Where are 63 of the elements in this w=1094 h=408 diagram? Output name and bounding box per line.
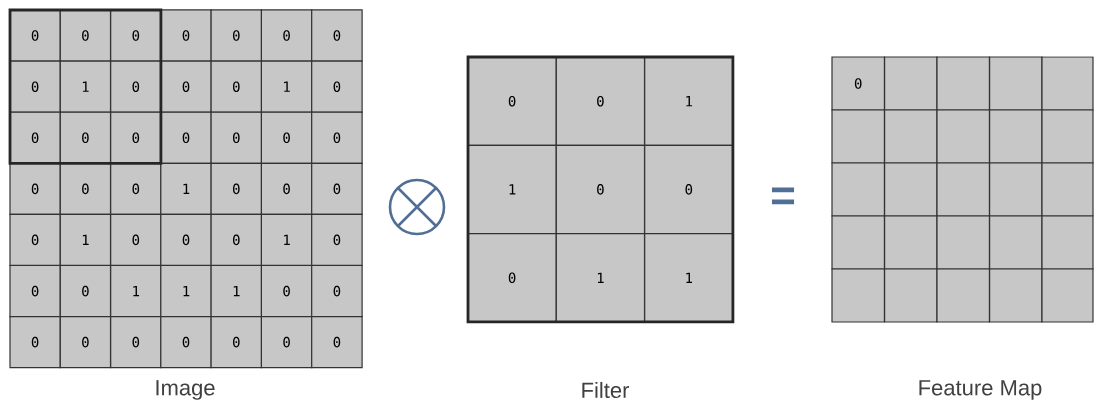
table-cell: 0 <box>59 111 112 164</box>
table-cell: 0 <box>311 9 363 62</box>
table-cell: 0 <box>9 9 61 62</box>
table-cell: 1 <box>210 264 263 318</box>
table-cell: 0 <box>260 9 313 62</box>
table-cell: 1 <box>160 264 212 318</box>
table-cell: 1 <box>555 233 646 323</box>
table-cell: 0 <box>210 316 263 369</box>
table-cell: 1 <box>260 60 313 113</box>
table-cell: 0 <box>160 213 212 266</box>
table-cell: 0 <box>160 60 212 113</box>
table-cell: 0 <box>555 144 646 235</box>
table-cell: 0 <box>9 264 61 318</box>
table-cell: 0 <box>110 111 162 164</box>
table-cell: 0 <box>9 111 61 164</box>
table-cell: 0 <box>9 213 61 266</box>
table-cell: 0 <box>9 316 61 369</box>
caption: Image <box>156 380 215 400</box>
table-cell: 0 <box>555 56 646 146</box>
table-cell: 0 <box>59 9 112 62</box>
table-cell: 0 <box>59 316 112 369</box>
table-cell: 0 <box>59 162 112 215</box>
table-cell: 0 <box>260 111 313 164</box>
table-cell: 0 <box>260 316 313 369</box>
table-cell: 0 <box>160 9 212 62</box>
table-cell: 1 <box>260 213 313 266</box>
table-cell: 1 <box>160 162 212 215</box>
table-cell: 0 <box>467 56 557 146</box>
table-cell: 0 <box>9 162 61 215</box>
table-cell: 0 <box>210 60 263 113</box>
table-cell: 0 <box>9 60 61 113</box>
table-cell: 0 <box>644 144 734 235</box>
table-cell: 1 <box>59 60 112 113</box>
table-cell: 1 <box>644 233 734 323</box>
table-cell: 0 <box>110 60 162 113</box>
table-cell: 0 <box>160 111 212 164</box>
equals-sign: = <box>771 187 795 205</box>
table-cell: 1 <box>59 213 112 266</box>
table-cell: 0 <box>311 264 363 318</box>
table-cell: 0 <box>160 316 212 369</box>
table-cell: 0 <box>311 162 363 215</box>
table-cell: 0 <box>210 9 263 62</box>
table-cell: 1 <box>467 144 557 235</box>
table-cell: 0 <box>311 60 363 113</box>
table-cell: 0 <box>311 111 363 164</box>
table-cell: 0 <box>59 264 112 318</box>
table-cell: 0 <box>260 264 313 318</box>
table-cell: 0 <box>110 316 162 369</box>
table-cell: 1 <box>644 56 734 146</box>
table-cell: 0 <box>311 316 363 369</box>
caption: Feature Map <box>919 380 1042 400</box>
table-cell: 0 <box>110 9 162 62</box>
table-cell: 0 <box>110 213 162 266</box>
caption: Filter <box>582 381 630 399</box>
table-cell: 0 <box>210 213 263 266</box>
table-cell: 0 <box>831 56 885 111</box>
table-cell: 0 <box>210 162 263 215</box>
table-cell: 0 <box>311 213 363 266</box>
table-cell: 0 <box>110 162 162 215</box>
table-cell: 1 <box>110 264 162 318</box>
table-cell: 0 <box>210 111 263 164</box>
table-cell: 0 <box>467 233 557 323</box>
table-cell: 0 <box>260 162 313 215</box>
